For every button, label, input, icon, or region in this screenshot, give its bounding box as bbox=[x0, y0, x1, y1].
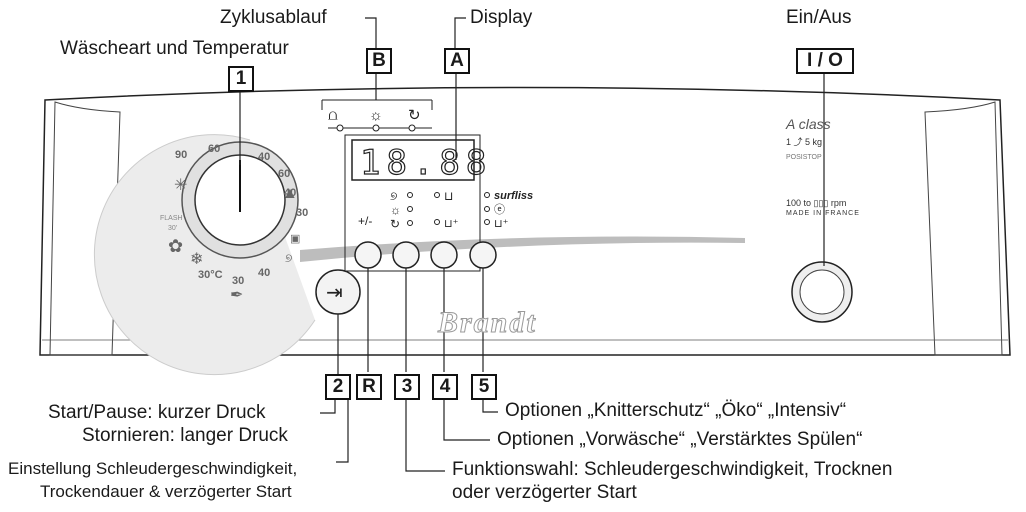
dial-temp-40b: 40 bbox=[284, 187, 296, 199]
display-screen bbox=[351, 139, 475, 181]
cycle-led-1 bbox=[336, 124, 344, 132]
capacity-label: 1 ⤴ 5 kg bbox=[786, 137, 823, 147]
button-3[interactable] bbox=[392, 241, 420, 269]
label-laundry-temp: Wäscheart und Temperatur bbox=[60, 38, 289, 59]
flash-time-label: 30' bbox=[168, 225, 177, 232]
delay-function-icon: ↻ bbox=[390, 217, 400, 231]
dial-temp-40a: 40 bbox=[258, 151, 270, 163]
callout-5: 5 bbox=[471, 374, 497, 400]
callout-r: R bbox=[356, 374, 382, 400]
dial-temp-90: 90 bbox=[175, 149, 187, 161]
delicate-icon: ✳ bbox=[174, 177, 187, 194]
wash-cycle-icon: ⩍ bbox=[328, 107, 338, 124]
dial-temp-30a: 30 bbox=[296, 207, 308, 219]
callout-1: 1 bbox=[228, 66, 254, 92]
label-options-prewash: Optionen „Vorwäsche“ „Verstärktes Spülen… bbox=[497, 429, 863, 450]
dry-cycle-icon: ☼ bbox=[369, 107, 383, 124]
label-start-pause-1: Start/Pause: kurzer Druck bbox=[48, 402, 266, 423]
spin-cycle-icon: ↻ bbox=[408, 107, 421, 124]
label-options-crease: Optionen „Knitterschutz“ „Öko“ „Intensiv… bbox=[505, 400, 847, 421]
label-start-pause-2: Stornieren: langer Druck bbox=[82, 425, 288, 446]
rpm-label: 100 to ▯▯▯ rpm bbox=[786, 198, 847, 208]
dial-temp-30c: 30°C bbox=[198, 269, 223, 281]
extra-rinse-icon: ⊔⁺ bbox=[444, 218, 459, 230]
cycle-led-3 bbox=[408, 124, 416, 132]
display-digits: 18.88 bbox=[360, 143, 492, 183]
button-r[interactable] bbox=[354, 241, 382, 269]
cycle-bracket bbox=[321, 99, 433, 110]
dial-temp-60b: 60 bbox=[278, 168, 290, 180]
made-in-label: MADE IN FRANCE bbox=[786, 210, 860, 217]
display-area-frame bbox=[344, 134, 481, 272]
eco-icon: ⓔ bbox=[494, 203, 505, 216]
plus-minus-label: +/- bbox=[358, 214, 372, 228]
dial-temp-30b: 30 bbox=[232, 275, 244, 287]
callout-4: 4 bbox=[432, 374, 458, 400]
label-cycle: Zyklusablauf bbox=[220, 7, 327, 28]
button-4[interactable] bbox=[430, 241, 458, 269]
dry-function-icon: ☼ bbox=[390, 203, 401, 217]
prewash-icon: ⊔ bbox=[444, 189, 453, 203]
spin-function-icon: ୭ bbox=[390, 189, 397, 203]
button-5[interactable] bbox=[469, 241, 497, 269]
spin-icon: ୭ bbox=[285, 251, 292, 265]
flash-label: FLASH bbox=[160, 215, 183, 222]
leader-lines bbox=[239, 17, 825, 472]
label-spin-setting-1: Einstellung Schleudergeschwindigkeit, bbox=[8, 459, 298, 478]
aclass-label: A class bbox=[786, 116, 831, 132]
label-spin-setting-2: Trockendauer & verzögerter Start bbox=[40, 482, 292, 501]
dial-temp-60a: 60 bbox=[208, 143, 220, 155]
dial-temp-40c: 40 bbox=[258, 267, 270, 279]
label-function-2: oder verzögerter Start bbox=[452, 482, 637, 503]
drain-icon: ▣ bbox=[290, 233, 300, 245]
wool-icon: ✿ bbox=[168, 236, 183, 256]
label-power: Ein/Aus bbox=[786, 7, 852, 28]
cycle-led-2 bbox=[372, 124, 380, 132]
power-button[interactable] bbox=[799, 269, 845, 315]
posistop-label: POSISTOP bbox=[786, 154, 822, 161]
intensive-icon: ⊔⁺ bbox=[494, 218, 509, 230]
cotton-icon: ▲ bbox=[282, 185, 298, 202]
start-pause-icon: ⇥ bbox=[326, 282, 343, 304]
label-function-1: Funktionswahl: Schleudergeschwindigkeit,… bbox=[452, 459, 893, 480]
callout-2: 2 bbox=[325, 374, 351, 400]
surfliss-label: surfliss bbox=[494, 190, 533, 202]
label-display: Display bbox=[470, 7, 533, 28]
callout-io: I / O bbox=[796, 48, 854, 74]
panel-right-edge bbox=[924, 101, 1003, 356]
callout-a: A bbox=[444, 48, 470, 74]
callout-b: B bbox=[366, 48, 392, 74]
callout-3: 3 bbox=[394, 374, 420, 400]
snowflake-icon: ❄ bbox=[190, 251, 203, 268]
brand-logo: Brandt bbox=[438, 306, 537, 340]
silk-icon: ✒ bbox=[230, 287, 243, 304]
